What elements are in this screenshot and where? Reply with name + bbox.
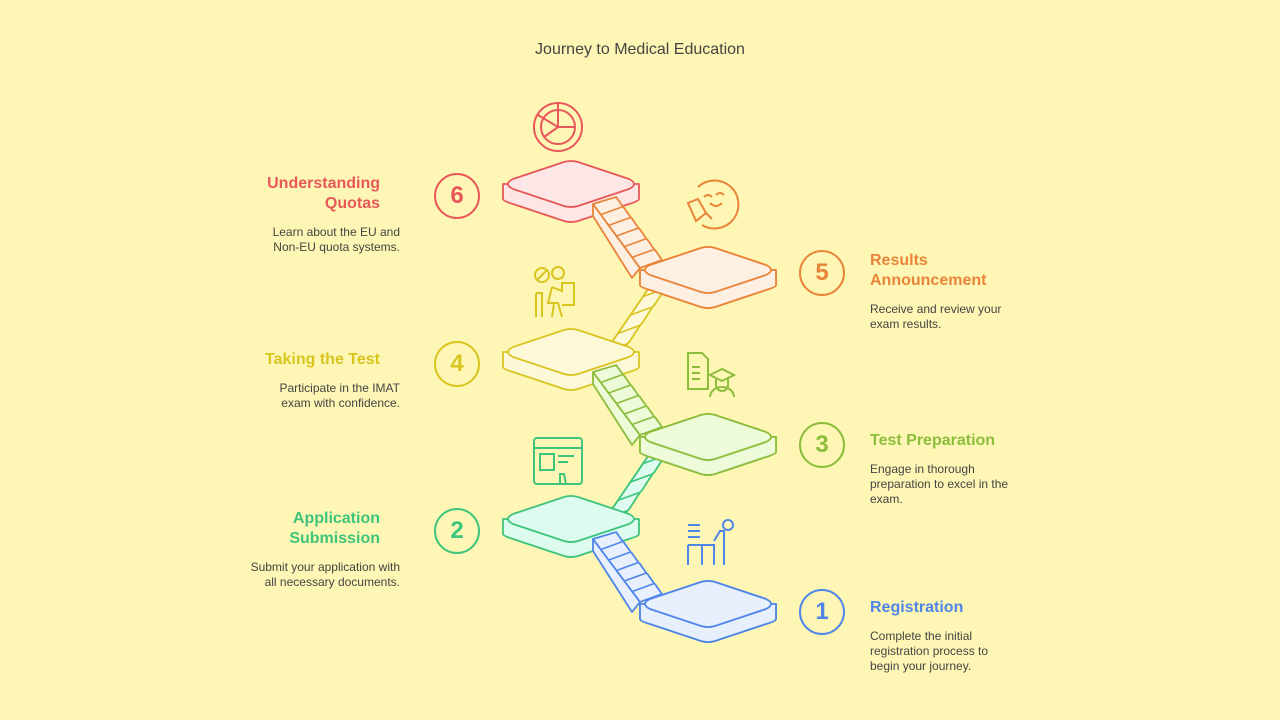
step-description: Participate in the IMAT exam with confid… bbox=[279, 381, 401, 410]
stairs-4-step-edge bbox=[624, 405, 647, 415]
document-graduate-icon bbox=[687, 352, 737, 398]
stairs-4-step-edge bbox=[631, 415, 655, 426]
step-title: Application Submission bbox=[289, 510, 380, 547]
platform-2-top bbox=[507, 495, 635, 543]
stairs-5-step-edge bbox=[630, 306, 653, 316]
step-description: Complete the initial registration proces… bbox=[870, 629, 989, 673]
step-2-graphic bbox=[502, 495, 663, 613]
stairs-6-step-edge bbox=[631, 248, 655, 259]
step-description: Submit your application with all necessa… bbox=[250, 560, 400, 589]
platform-4-top bbox=[507, 328, 635, 376]
pie-chart-icon bbox=[533, 102, 583, 152]
step-number-badge: 6 bbox=[434, 173, 480, 219]
test-taker-icon bbox=[534, 266, 575, 318]
stairs-2-step-edge bbox=[624, 572, 647, 582]
step-title: Test Preparation bbox=[870, 432, 996, 449]
stairs-2-step-edge bbox=[600, 540, 624, 551]
platform-1-overlay bbox=[639, 580, 777, 643]
platform-5-overlay bbox=[639, 246, 777, 309]
desk-person-icon bbox=[687, 519, 734, 565]
stairs-3-step-edge bbox=[617, 491, 641, 502]
step-6-graphic bbox=[502, 160, 663, 279]
step-number-badge: 2 bbox=[434, 508, 480, 554]
stairs-6-step-edge bbox=[608, 216, 631, 227]
stairs-6-step-edge bbox=[624, 237, 647, 248]
stairs-4-step-edge bbox=[600, 373, 624, 384]
step-description: Receive and review your exam results. bbox=[870, 302, 1002, 331]
step-number-badge: 3 bbox=[799, 422, 845, 468]
step-number-badge: 4 bbox=[434, 341, 480, 387]
step-title: Understanding Quotas bbox=[267, 175, 380, 212]
platform-3-overlay bbox=[639, 413, 777, 476]
stairs-4-step-edge bbox=[616, 394, 639, 405]
stairs-3-step-edge bbox=[630, 473, 653, 483]
platform-6-top bbox=[507, 160, 635, 208]
platform-3-top bbox=[644, 413, 772, 461]
step-description: Engage in thorough preparation to excel … bbox=[870, 462, 1009, 506]
step-4-graphic bbox=[502, 328, 663, 446]
step-description: Learn about the EU and Non-EU quota syst… bbox=[272, 225, 400, 254]
stairs-2-step-edge bbox=[608, 551, 631, 561]
stairs-2-step-edge bbox=[631, 582, 655, 593]
diagram-title: Journey to Medical Education bbox=[535, 41, 745, 58]
step-number-badge: 1 bbox=[799, 589, 845, 635]
step-title: Taking the Test bbox=[265, 351, 380, 368]
stairs-2-step-edge bbox=[616, 561, 639, 572]
stairs-4-step-edge bbox=[608, 384, 631, 394]
step-title: Registration bbox=[870, 599, 964, 616]
step-title: Results Announcement bbox=[870, 252, 987, 289]
platform-1-top bbox=[644, 580, 772, 628]
browser-profile-icon bbox=[533, 437, 583, 485]
stairs-6-step-edge bbox=[616, 227, 639, 237]
platform-5-top bbox=[644, 246, 772, 294]
stairs-6-step-edge bbox=[600, 205, 624, 216]
happy-face-document-icon bbox=[686, 179, 740, 230]
stairs-5-step-edge bbox=[617, 324, 641, 335]
step-number-badge: 5 bbox=[799, 250, 845, 296]
